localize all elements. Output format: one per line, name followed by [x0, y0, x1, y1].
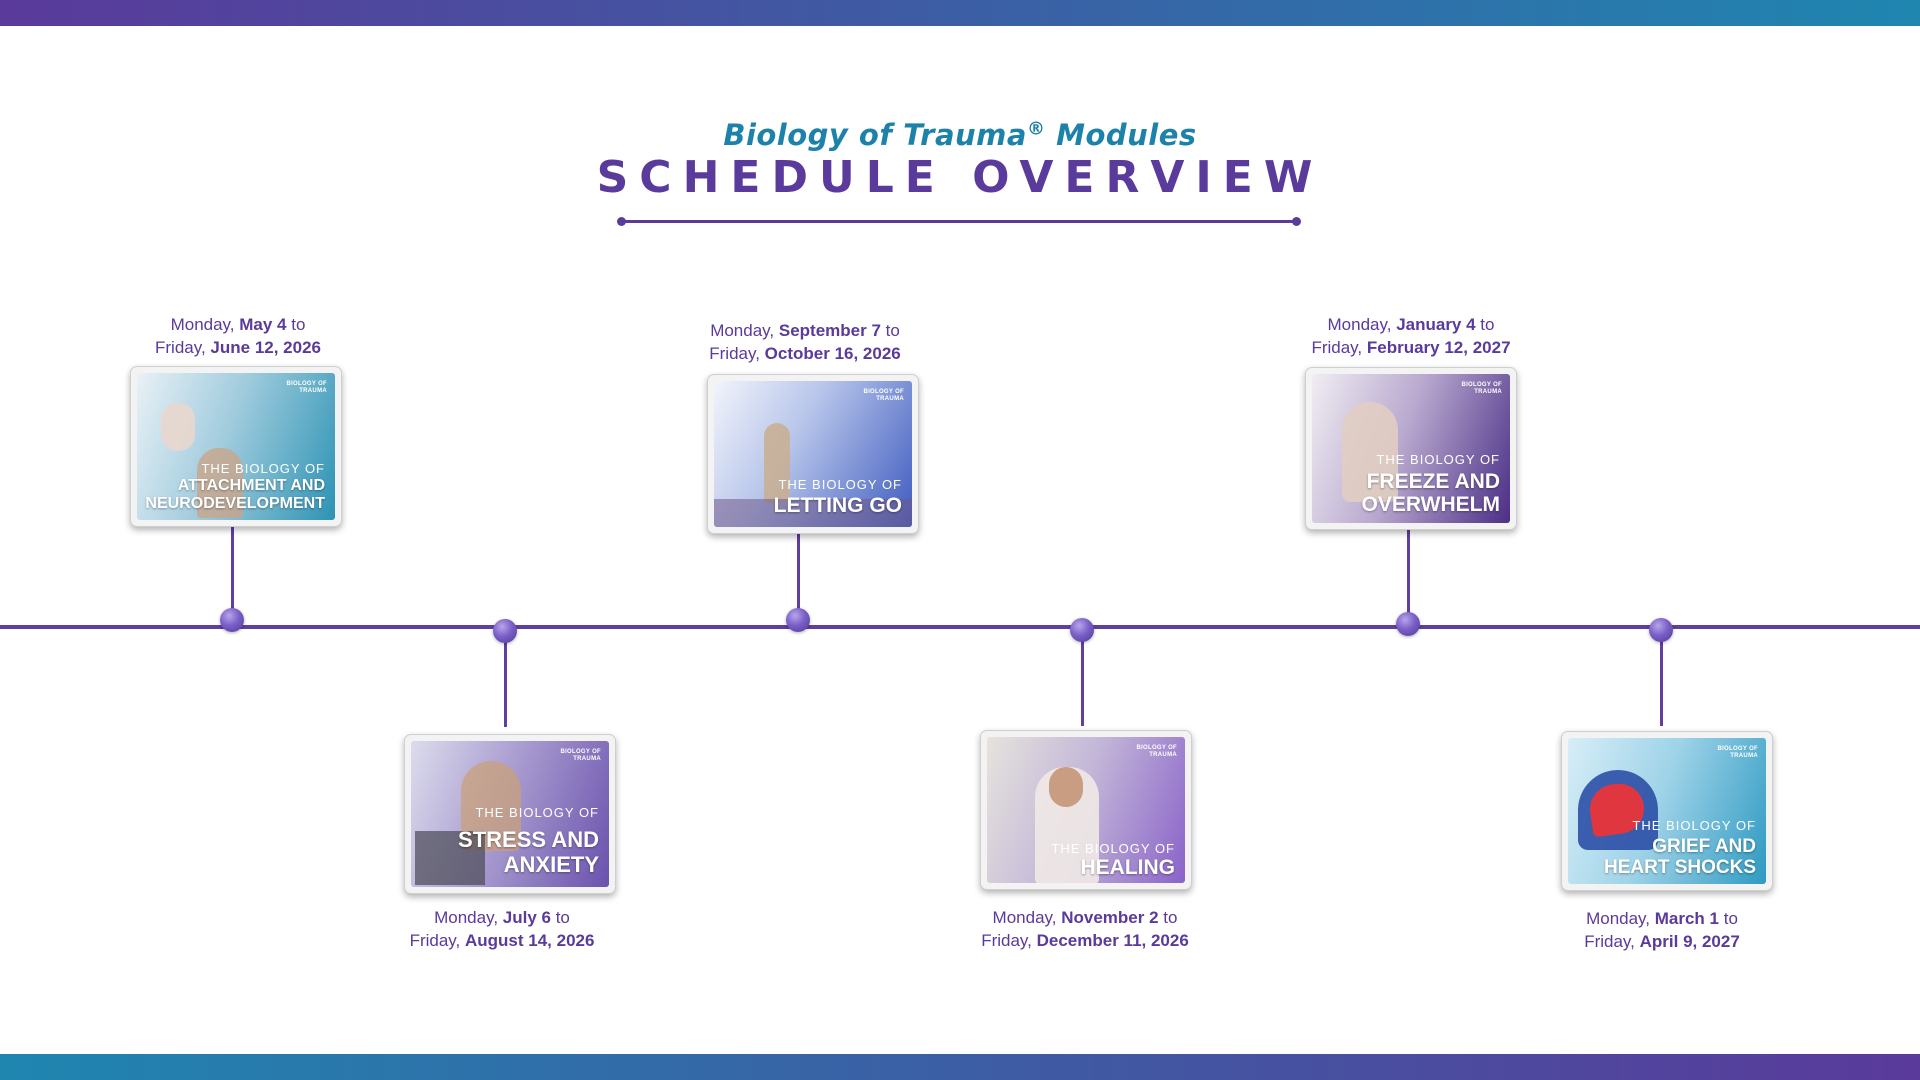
card-kicker: THE BIOLOGY OF: [201, 461, 325, 476]
card-kicker: THE BIOLOGY OF: [778, 477, 902, 492]
date-range-attachment: Monday, May 4 to Friday, June 12, 2026: [88, 313, 388, 359]
date-range-freeze: Monday, January 4 to Friday, February 12…: [1261, 313, 1561, 359]
timeline-stem-grief: [1660, 630, 1663, 726]
title-underline: [621, 220, 1297, 223]
timeline-stem-healing: [1081, 630, 1084, 726]
timeline-node-healing[interactable]: [1070, 618, 1094, 642]
timeline-node-grief[interactable]: [1649, 618, 1673, 642]
baby-figure: [161, 403, 195, 451]
timeline-node-attachment[interactable]: [220, 608, 244, 632]
top-gradient-bar: [0, 0, 1920, 26]
bottom-gradient-bar: [0, 1054, 1920, 1080]
timeline-node-stress[interactable]: [493, 619, 517, 643]
date-range-grief: Monday, March 1 to Friday, April 9, 2027: [1512, 907, 1812, 953]
card-title: HEALING: [1081, 857, 1176, 878]
timeline-stem-stress: [504, 630, 507, 727]
timeline-line: [0, 625, 1920, 629]
timeline-node-freeze[interactable]: [1396, 612, 1420, 636]
card-kicker: THE BIOLOGY OF: [475, 805, 599, 820]
date-range-stress: Monday, July 6 to Friday, August 14, 202…: [352, 906, 652, 952]
card-kicker: THE BIOLOGY OF: [1632, 818, 1756, 833]
title-underline-right-dot: [1292, 217, 1301, 226]
timeline-node-letting-go[interactable]: [786, 608, 810, 632]
card-kicker: THE BIOLOGY OF: [1051, 841, 1175, 856]
page-subtitle: Biology of Trauma® Modules: [0, 118, 1920, 152]
date-range-healing: Monday, November 2 to Friday, December 1…: [935, 906, 1235, 952]
date-range-letting-go: Monday, September 7 to Friday, October 1…: [655, 319, 955, 365]
card-title: LETTING GO: [774, 495, 902, 516]
card-kicker: THE BIOLOGY OF: [1376, 452, 1500, 467]
page-title: SCHEDULE OVERVIEW: [0, 152, 1920, 203]
timeline-stem-freeze: [1407, 529, 1410, 622]
title-underline-left-dot: [617, 217, 626, 226]
face-figure: [1049, 767, 1083, 807]
